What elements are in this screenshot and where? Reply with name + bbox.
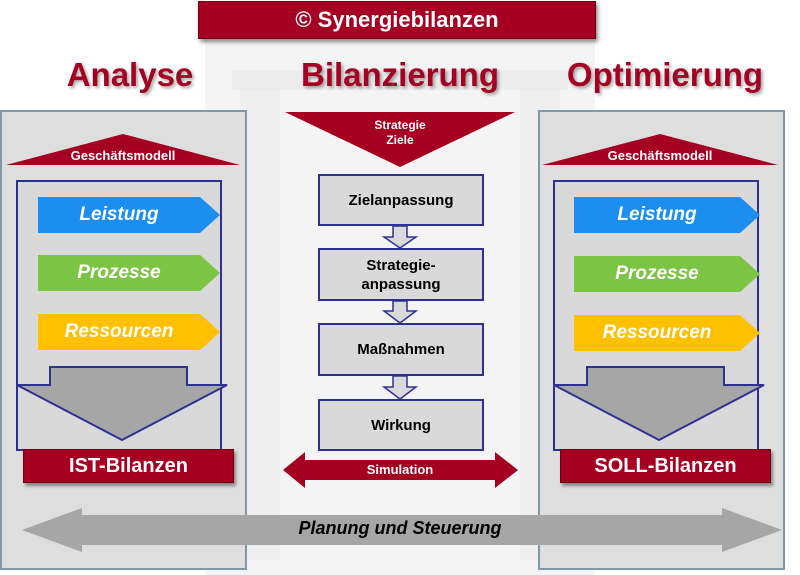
- step-strategie-line1: Strategie-: [366, 256, 436, 274]
- simulation-label: Simulation: [366, 462, 434, 477]
- step-wirkung: Wirkung: [318, 399, 484, 451]
- connector-arrow-1: [381, 225, 419, 249]
- left-model-label: Geschäftsmodell: [70, 148, 176, 163]
- left-prozesse-label: Prozesse: [77, 262, 161, 283]
- ist-bilanzen-box: IST-Bilanzen: [23, 449, 234, 483]
- heading-analyse: Analyse: [66, 56, 194, 93]
- right-big-down-arrow: [553, 366, 765, 442]
- left-big-down-arrow: [16, 366, 228, 442]
- connector-arrow-2: [381, 300, 419, 324]
- step-massnahmen-label: Maßnahmen: [357, 341, 445, 358]
- heading-optimierung: Optimierung: [566, 56, 764, 93]
- right-leistung-arrow: [574, 197, 760, 233]
- soll-bilanzen-label: SOLL-Bilanzen: [594, 454, 737, 477]
- ist-bilanzen-label: IST-Bilanzen: [69, 454, 188, 477]
- connector-arrow-3: [381, 375, 419, 400]
- title-banner: © Synergiebilanzen: [198, 1, 596, 39]
- left-leistung-label: Leistung: [79, 204, 159, 225]
- strategy-line: Strategie: [374, 118, 426, 132]
- soll-bilanzen-box: SOLL-Bilanzen: [560, 449, 771, 483]
- left-leistung-arrow: [38, 197, 220, 233]
- step-strategieanpassung: Strategie- anpassung: [318, 248, 484, 301]
- step-massnahmen: Maßnahmen: [318, 323, 484, 376]
- planning-label: Planung und Steuerung: [298, 518, 502, 538]
- right-model-triangle: [542, 134, 778, 165]
- left-model-triangle: [6, 134, 240, 165]
- heading-bilanzierung: Bilanzierung: [300, 56, 500, 93]
- step-zielanpassung: Zielanpassung: [318, 174, 484, 226]
- right-prozesse-label: Prozesse: [615, 263, 699, 284]
- right-ressourcen-arrow: [574, 315, 760, 351]
- right-leistung-label: Leistung: [617, 204, 697, 225]
- right-model-label: Geschäftsmodell: [607, 148, 713, 163]
- step-wirkung-label: Wirkung: [371, 416, 431, 434]
- goals-line: Ziele: [386, 133, 414, 147]
- step-strategie-line2: anpassung: [361, 275, 441, 293]
- step-zielanpassung-label: Zielanpassung: [348, 191, 454, 209]
- title-text: © Synergiebilanzen: [295, 7, 499, 32]
- strategy-triangle-label: Strategie Ziele: [345, 118, 455, 148]
- left-prozesse-arrow: [38, 255, 220, 291]
- right-ressourcen-label: Ressourcen: [602, 322, 712, 343]
- strategy-triangle: [285, 112, 515, 167]
- left-ressourcen-arrow: [38, 314, 220, 350]
- right-prozesse-arrow: [574, 256, 760, 292]
- left-ressourcen-label: Ressourcen: [64, 321, 174, 342]
